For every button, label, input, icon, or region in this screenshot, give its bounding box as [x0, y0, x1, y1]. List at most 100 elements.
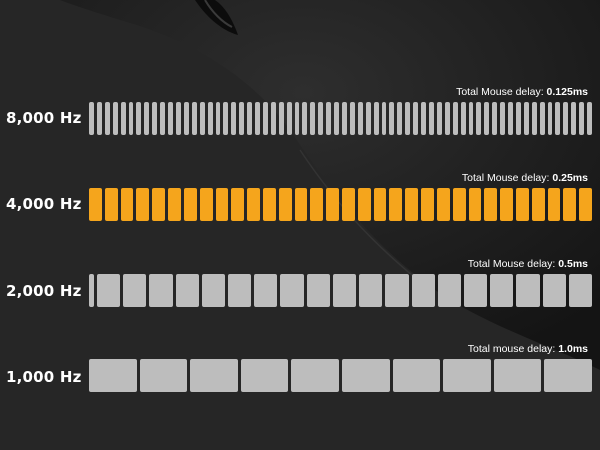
- pulse-block: [280, 274, 304, 307]
- pulse-block: [476, 102, 482, 135]
- pulse-block: [443, 359, 491, 392]
- pulse-block: [493, 359, 542, 392]
- pulse-block: [160, 102, 166, 135]
- polling-rate-label: 4,000 Hz: [6, 195, 82, 213]
- pulse-block: [136, 102, 142, 135]
- pulse-block: [310, 188, 324, 221]
- pulse-block: [89, 188, 102, 221]
- delay-caption: Total Mouse delay: 0.5ms: [467, 258, 588, 270]
- pulse-block: [468, 188, 482, 221]
- row-4000hz: Total Mouse delay: 0.25ms 4,000 Hz: [0, 168, 600, 228]
- pulse-block: [104, 188, 118, 221]
- pulse-block: [579, 188, 592, 221]
- polling-bar: [89, 274, 592, 307]
- pulse-block: [563, 188, 577, 221]
- pulse-block: [149, 274, 173, 307]
- pulse-block: [490, 274, 514, 307]
- pulse-block: [191, 102, 197, 135]
- pulse-block: [278, 188, 292, 221]
- pulse-block: [547, 188, 561, 221]
- pulse-block: [381, 102, 387, 135]
- pulse-block: [357, 102, 363, 135]
- pulse-block: [207, 102, 213, 135]
- pulse-block: [357, 188, 371, 221]
- pulse-block: [332, 274, 357, 307]
- pulse-block: [262, 102, 268, 135]
- pulse-block: [326, 102, 332, 135]
- pulse-block: [247, 102, 253, 135]
- pulse-block: [555, 102, 561, 135]
- pulse-block: [436, 188, 450, 221]
- pulse-block: [500, 188, 513, 221]
- pulse-block: [547, 102, 553, 135]
- pulse-block: [152, 188, 166, 221]
- pulse-block: [254, 274, 278, 307]
- row-8000hz: Total Mouse delay: 0.125ms 8,000 Hz: [0, 82, 600, 142]
- pulse-block: [262, 188, 276, 221]
- pulse-block: [144, 102, 150, 135]
- pulse-block: [568, 274, 592, 307]
- pulse-block: [183, 188, 197, 221]
- pulse-block: [342, 102, 347, 135]
- pulse-block: [326, 188, 339, 221]
- pulse-block: [389, 102, 395, 135]
- pulse-block: [294, 102, 300, 135]
- pulse-block: [255, 102, 260, 135]
- pulse-block: [421, 102, 426, 135]
- pulse-block: [215, 102, 221, 135]
- pulse-block: [123, 274, 147, 307]
- pulse-block: [97, 274, 121, 307]
- polling-bar: [89, 102, 592, 135]
- pulse-block: [523, 102, 529, 135]
- pulse-block: [334, 102, 339, 135]
- polling-rate-label: 2,000 Hz: [6, 282, 82, 300]
- pulse-block: [413, 102, 419, 135]
- pulse-block: [452, 102, 458, 135]
- pulse-block: [136, 188, 150, 221]
- pulse-block: [89, 102, 94, 135]
- delay-caption: Total Mouse delay: 0.125ms: [456, 86, 588, 98]
- pulse-block: [531, 188, 545, 221]
- pulse-block: [223, 102, 229, 135]
- pulse-block: [492, 102, 498, 135]
- pulse-block: [310, 102, 316, 135]
- pulse-block: [544, 359, 592, 392]
- pulse-block: [515, 188, 529, 221]
- pulse-block: [516, 274, 540, 307]
- delay-caption: Total Mouse delay: 0.25ms: [461, 172, 588, 184]
- polling-bar: [89, 188, 592, 221]
- pulse-block: [128, 102, 134, 135]
- pulse-block: [342, 359, 390, 392]
- pulse-block: [444, 102, 450, 135]
- pulse-block: [373, 188, 387, 221]
- pulse-block: [365, 102, 371, 135]
- pulse-block: [500, 102, 506, 135]
- pulse-block: [452, 188, 466, 221]
- pulse-block: [175, 102, 181, 135]
- polling-bar: [89, 359, 592, 392]
- pulse-block: [385, 274, 409, 307]
- pulse-block: [240, 359, 289, 392]
- pulse-block: [515, 102, 521, 135]
- row-2000hz: Total Mouse delay: 0.5ms 2,000 Hz: [0, 255, 600, 315]
- pulse-block: [389, 188, 403, 221]
- pulse-block: [239, 102, 245, 135]
- pulse-block: [286, 102, 292, 135]
- pulse-block: [468, 102, 474, 135]
- pulse-block: [306, 274, 330, 307]
- pulse-block: [231, 102, 237, 135]
- pulse-block: [539, 102, 545, 135]
- pulse-block: [373, 102, 379, 135]
- pulse-block: [318, 102, 324, 135]
- pulse-block: [463, 274, 488, 307]
- pulse-block: [199, 102, 205, 135]
- pulse-block: [397, 102, 403, 135]
- delay-caption: Total mouse delay: 1.0ms: [467, 343, 588, 355]
- pulse-block: [421, 188, 434, 221]
- pulse-block: [215, 188, 229, 221]
- pulse-block: [460, 102, 466, 135]
- pulse-block: [120, 102, 126, 135]
- pulse-block: [278, 102, 284, 135]
- pulse-block: [201, 274, 226, 307]
- pulse-block: [571, 102, 577, 135]
